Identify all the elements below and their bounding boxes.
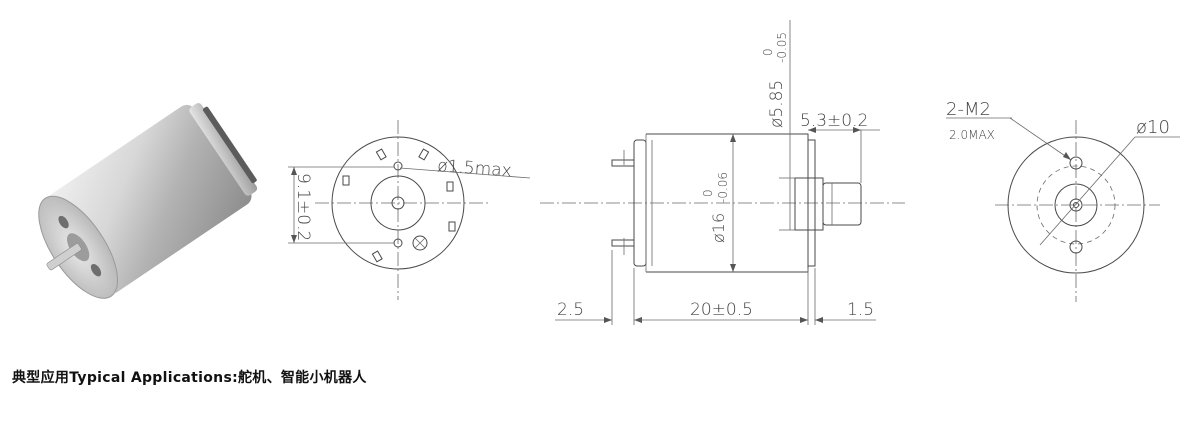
shaft-length-label: 5.3±0.2 <box>800 111 868 131</box>
flange-thickness-label: 1.5 <box>847 300 874 320</box>
body-diameter-label: ø16 <box>709 213 728 243</box>
body-length-label: 20±0.5 <box>690 300 753 320</box>
terminal-length-label: 2.5 <box>557 300 584 320</box>
body-diameter-tol-upper: 0 <box>701 189 715 197</box>
hole-spacing-label: 9.1±0.2 <box>293 173 313 241</box>
front-view-left: 9.1±0.2 ø1.5max <box>288 120 531 300</box>
shaft-diameter-label: ø5.85 <box>767 80 787 128</box>
thread-depth-label: 2.0MAX <box>949 128 995 142</box>
hole-diameter-label: ø1.5max <box>437 156 513 181</box>
front-view-right: 2-M2 2.0MAX ø10 <box>946 99 1180 302</box>
side-view: ø16 0 -0.06 ø5.85 0 -0.05 5.3±0.2 2.5 20… <box>540 20 905 325</box>
pcd-diameter-label: ø10 <box>1136 117 1170 138</box>
shaft-diameter-tol-upper: 0 <box>761 48 775 56</box>
motor-photo <box>38 103 258 299</box>
applications-caption: 典型应用Typical Applications:舵机、智能小机器人 <box>12 370 367 386</box>
thread-label: 2-M2 <box>946 99 991 120</box>
body-diameter-tol-lower: -0.06 <box>716 172 730 203</box>
shaft-diameter-tol-lower: -0.05 <box>775 32 789 63</box>
